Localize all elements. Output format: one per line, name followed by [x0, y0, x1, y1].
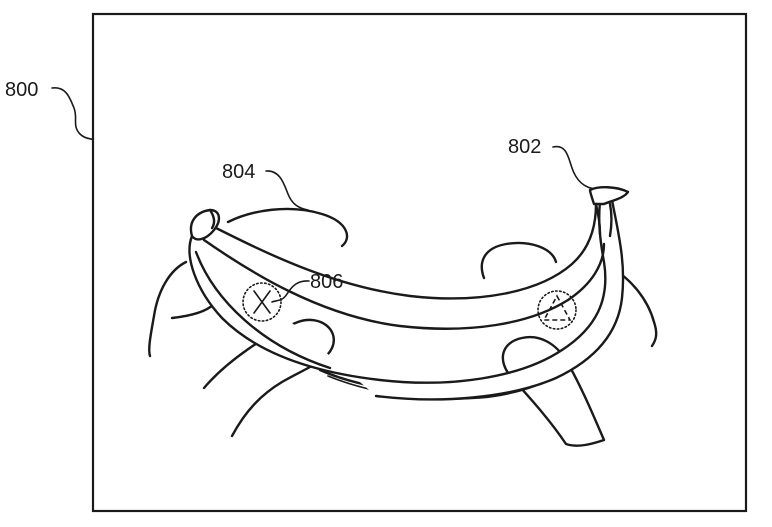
leader-800 — [51, 87, 94, 141]
label-806: 806 — [310, 271, 343, 293]
leader-802 — [552, 145, 597, 190]
label-802: 802 — [508, 136, 541, 158]
leader-804 — [265, 170, 309, 211]
label-800: 800 — [5, 79, 38, 101]
leader-806 — [271, 280, 310, 303]
cross-icon-stroke-b — [253, 290, 271, 314]
touch-zone-circle-left — [242, 282, 282, 322]
triangle-icon — [542, 294, 572, 321]
label-804: 804 — [222, 161, 255, 183]
touch-zone-cross — [242, 282, 282, 322]
touch-zone-triangle — [537, 290, 577, 330]
display-frame — [91, 12, 748, 513]
touch-zone-circle-right — [537, 290, 577, 330]
banana-illustration — [188, 186, 630, 401]
